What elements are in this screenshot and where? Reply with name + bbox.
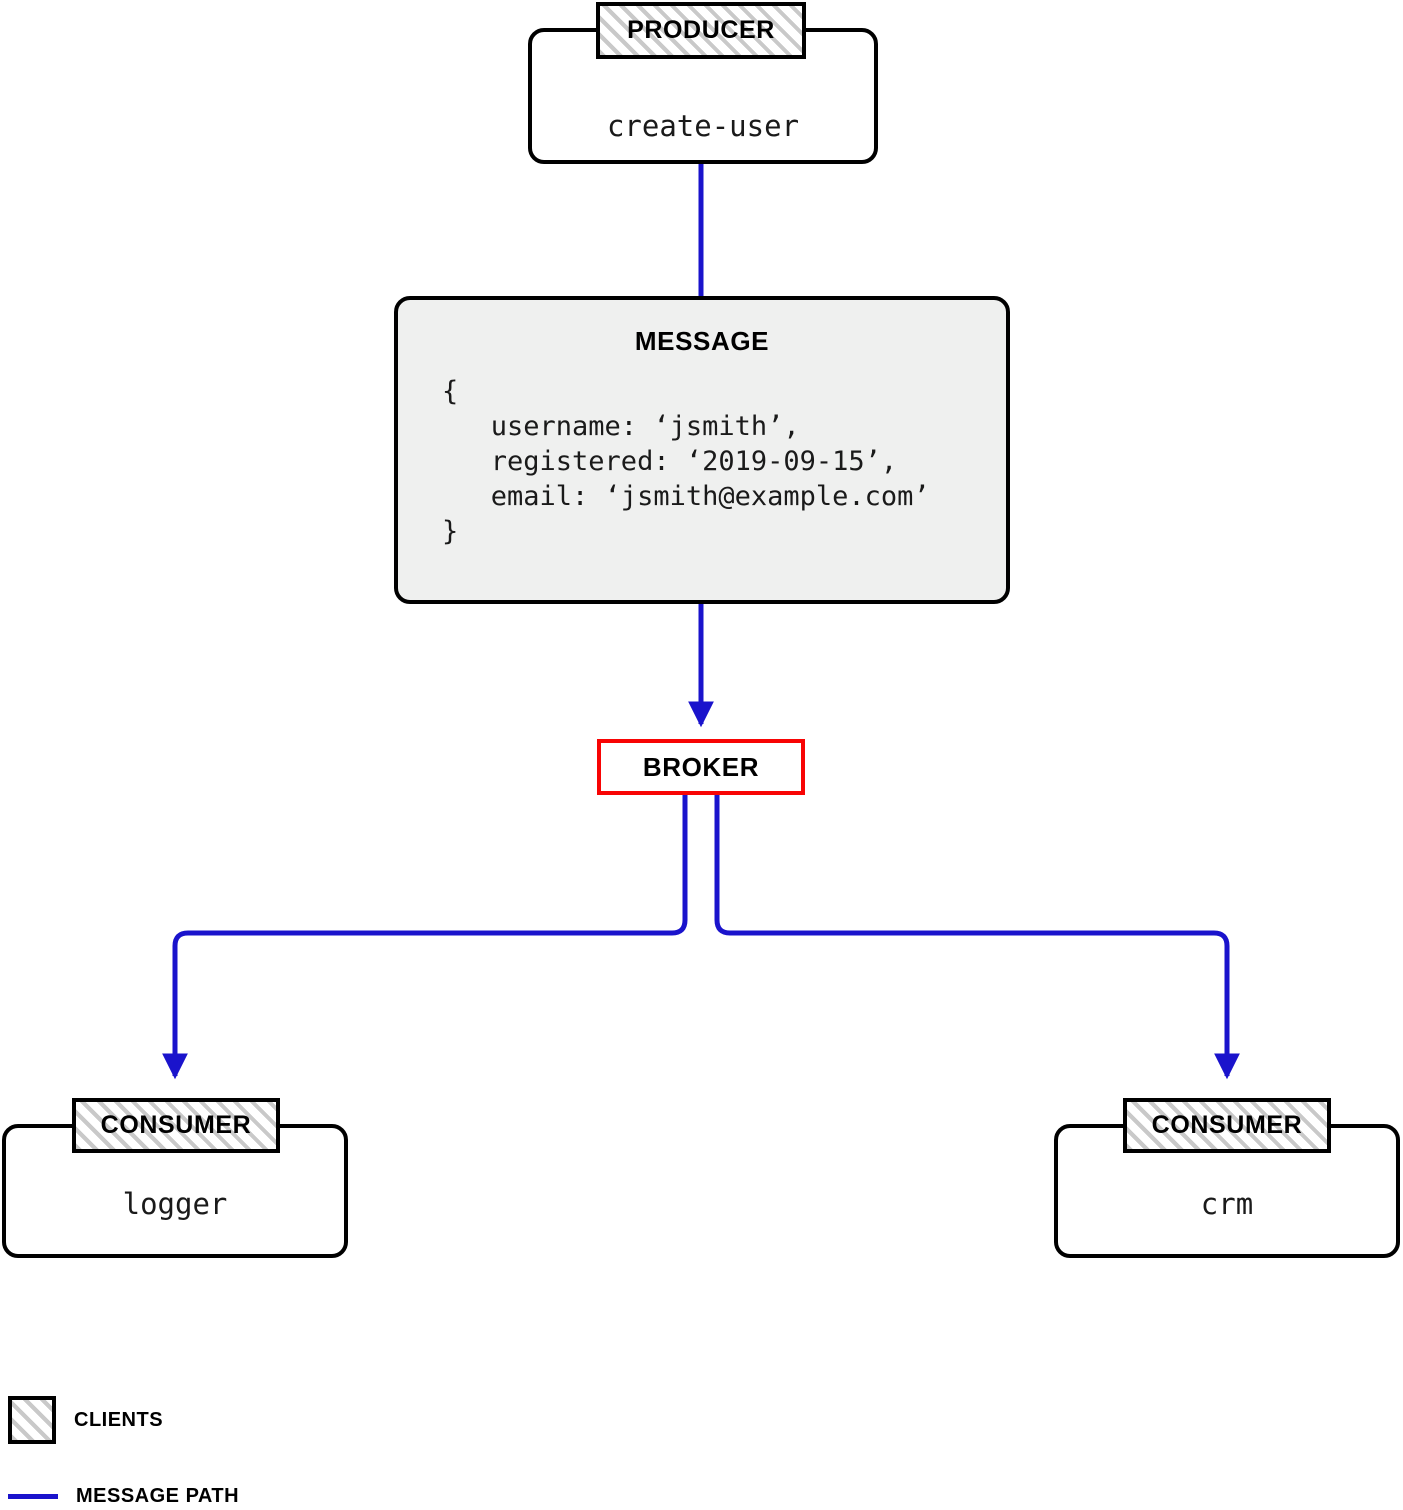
message-node[interactable]: MESSAGE { username: ‘jsmith’, registered…	[394, 296, 1010, 604]
consumer-logger-header-label: CONSUMER	[100, 1111, 252, 1139]
legend-item-clients: CLIENTS	[8, 1396, 163, 1444]
broker-node[interactable]: BROKER	[597, 739, 805, 795]
consumer-crm-body-label: crm	[1200, 1187, 1254, 1221]
consumer-logger-header: CONSUMER	[72, 1098, 280, 1153]
edge-broker-to-consumer-logger	[162, 793, 688, 1080]
consumer-logger-body-label: logger	[122, 1187, 228, 1221]
message-payload: { username: ‘jsmith’, registered: ‘2019-…	[442, 376, 930, 547]
clients-swatch-icon	[8, 1396, 56, 1444]
consumer-crm-header: CONSUMER	[1123, 1098, 1331, 1153]
edge-broker-to-consumer-crm	[714, 793, 1240, 1080]
message-path-swatch-icon	[8, 1493, 58, 1499]
broker-label: BROKER	[642, 752, 760, 782]
consumer-crm-header-label: CONSUMER	[1151, 1111, 1303, 1139]
legend-item-message-path: MESSAGE PATH	[8, 1486, 239, 1506]
legend-label-message-path: MESSAGE PATH	[76, 1485, 240, 1507]
producer-header: PRODUCER	[596, 2, 806, 59]
legend-label-clients: CLIENTS	[74, 1409, 164, 1431]
message-title: MESSAGE	[634, 326, 770, 356]
producer-body-label: create-user	[606, 109, 800, 143]
producer-header-label: PRODUCER	[627, 16, 775, 44]
